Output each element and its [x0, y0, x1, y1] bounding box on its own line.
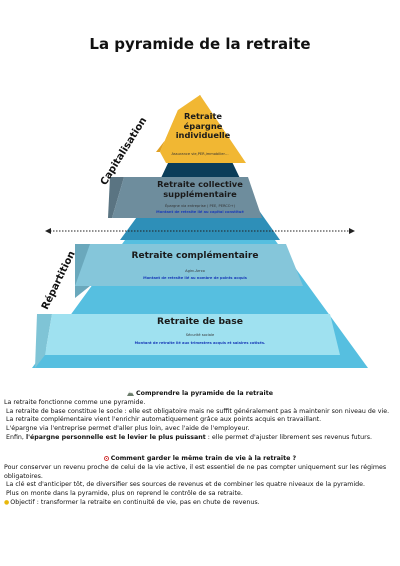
- tier-4-subtitle: Sécurité sociale: [185, 333, 215, 337]
- lightbulb-icon: ●: [4, 498, 10, 506]
- tier-2-subtitle: Épargne via entreprise ( PEE, PERCO+): [164, 204, 236, 208]
- section-understand: Comprendre la pyramide de la retraite La…: [4, 390, 396, 443]
- tier-3-face: [75, 244, 303, 286]
- tier-4-face: [45, 314, 340, 355]
- mountain-icon: [127, 391, 135, 396]
- section-lifestyle: Comment garder le même train de vie à la…: [4, 455, 396, 508]
- divider-arrow-right: [349, 228, 355, 234]
- section-lifestyle-line-1: Pour conserver un revenu proche de celui…: [4, 463, 387, 480]
- tier-1-subtitle: Assurance vie,PER,immobilier…: [171, 152, 229, 156]
- section-understand-line-5: Enfin, l'épargne personnelle est le levi…: [6, 433, 372, 441]
- retirement-pyramid: [32, 95, 368, 368]
- tier-3-note: Montant de retraite lié au nombre de poi…: [143, 276, 247, 280]
- tier-3-title: Retraite complémentaire: [131, 251, 259, 261]
- section-understand-line-1: La retraite fonctionne comme une pyramid…: [4, 398, 146, 406]
- divider-arrow-left: [45, 228, 51, 234]
- section-understand-heading: Comprendre la pyramide de la retraite: [4, 390, 396, 399]
- tier-2-shadow: [108, 177, 124, 218]
- tier-2-note: Montant de retraite lié au capital const…: [156, 210, 244, 214]
- tier-4-shadow: [35, 314, 52, 368]
- tier-2-face: [112, 177, 262, 218]
- tier-2-title: Retraite collective supplémentaire: [157, 179, 243, 199]
- section-lifestyle-line-3: Plus on monte dans la pyramide, plus on …: [6, 490, 243, 498]
- section-understand-line-3: La retraite complémentaire vient l'enric…: [6, 416, 322, 424]
- section-lifestyle-heading: Comment garder le même train de vie à la…: [4, 455, 396, 464]
- target-icon: [103, 456, 109, 461]
- section-lifestyle-line-2: La clé est d'anticiper tôt, de diversifi…: [6, 481, 366, 489]
- section-understand-line-2: La retraite de base constitue le socle :…: [6, 407, 390, 415]
- tier-3-subtitle: Agirc-Arrco: [185, 269, 205, 273]
- tier-4-note: Montant de retraite lié aux trimestres a…: [134, 341, 266, 345]
- page-title: La pyramide de la retraite: [89, 35, 311, 53]
- section-lifestyle-objective: ●Objectif : transformer la retraite en c…: [4, 498, 260, 506]
- section-understand-line-4: L'épargne via l'entreprise permet d'alle…: [6, 425, 250, 433]
- tier-1-face: [160, 95, 246, 163]
- tier-4-title: Retraite de base: [157, 316, 243, 327]
- tier-1-title: Retraite épargne individuelle: [175, 111, 231, 141]
